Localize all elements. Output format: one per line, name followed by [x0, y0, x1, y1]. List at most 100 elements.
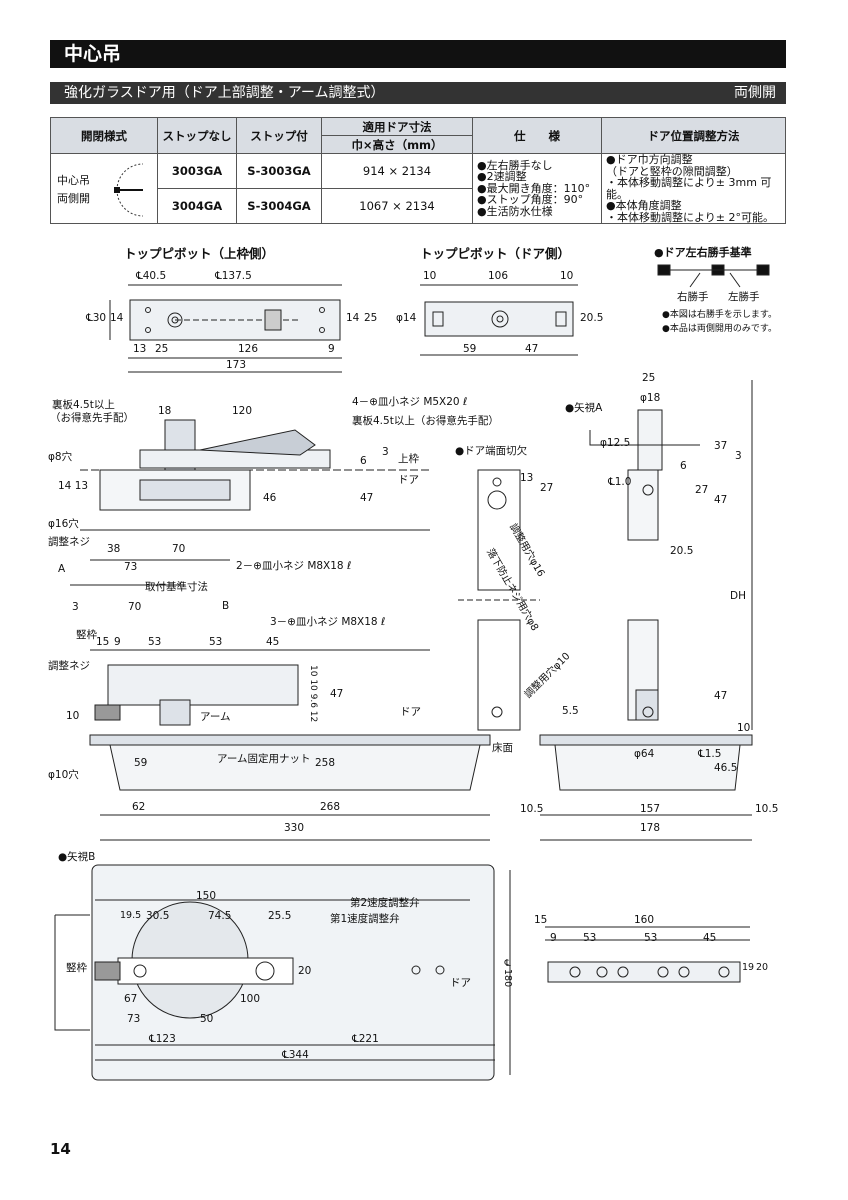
label: 竪枠	[76, 629, 97, 641]
dim: ℄221	[352, 1033, 379, 1045]
dim: 173	[226, 359, 247, 371]
dim: 15	[534, 914, 548, 926]
dim: 59	[463, 343, 477, 355]
dim: ℄137.5	[215, 270, 252, 282]
adjust-item: （ドアと竪枠の隙間調整）	[606, 164, 738, 178]
dim: 13	[133, 343, 147, 355]
dim: 10.5	[520, 803, 544, 815]
dim: 30.5	[146, 910, 170, 922]
dim: 9	[114, 636, 121, 648]
dim: 100	[240, 993, 261, 1005]
row2-stop: S-3004GA	[236, 188, 322, 224]
dim: 25	[642, 372, 656, 384]
label: 調整ネジ	[48, 660, 90, 672]
heading-door-pivot: トップピボット（ドア側）	[420, 246, 571, 261]
label: 床面	[492, 742, 513, 754]
dim: 10	[423, 270, 437, 282]
dim: 126	[238, 343, 259, 355]
dim: 47	[525, 343, 539, 355]
opening-label-2: 両側開	[57, 192, 90, 205]
page-number: 14	[50, 1140, 71, 1158]
row1-nostop: 3003GA	[157, 153, 237, 189]
row2-size: 1067 × 2134	[321, 188, 473, 224]
spec-item: ●2速調整	[477, 170, 527, 184]
spec-item: ●最大開き角度：110°	[477, 181, 591, 195]
swing-icon	[114, 163, 144, 217]
page-title: 中心吊	[50, 40, 786, 68]
dim: 150	[196, 890, 217, 902]
dim: 38	[107, 543, 121, 555]
label: 取付基準寸法	[145, 581, 208, 593]
adjust-item: ●ドア巾方向調整	[606, 153, 693, 166]
th-adjust: ドア位置調整方法	[601, 117, 786, 154]
dim: 62	[132, 801, 146, 813]
dim: 3	[735, 450, 742, 462]
dim: 70	[128, 601, 142, 613]
heading-hand-std: ●ドア左右勝手基準	[654, 246, 752, 259]
dim: ℄30	[86, 312, 107, 324]
dim: φ14	[396, 312, 417, 324]
heading-view-b: ●矢視B	[58, 851, 96, 863]
row2-nostop: 3004GA	[157, 188, 237, 224]
hand-left: 左勝手	[728, 291, 760, 303]
dim: ℄40.5	[136, 270, 167, 282]
dim: 46.5	[714, 762, 738, 774]
dim: 10.5	[755, 803, 779, 815]
dim: 13	[520, 472, 534, 484]
label: φ10穴	[48, 769, 79, 781]
dim: 20	[298, 965, 312, 977]
dim: 47	[330, 688, 344, 700]
dim: 9	[328, 343, 335, 355]
label: アーム固定用ナット	[217, 753, 311, 765]
dim: φ64	[634, 748, 655, 760]
dim: ℄1.5	[698, 748, 722, 760]
rail-plate	[547, 961, 741, 983]
spec-item: ●ストップ角度：90°	[477, 193, 584, 207]
dim: 53	[644, 932, 658, 944]
dim: 19	[742, 962, 755, 973]
hand-note-1: ●本図は右勝手を示します。	[662, 310, 777, 320]
dim: 70	[172, 543, 186, 555]
row1-stop: S-3003GA	[236, 153, 322, 189]
heading-frame-pivot: トップピボット（上枠側）	[124, 246, 275, 261]
dim: 10 10 9.6 12	[308, 665, 318, 723]
dim: 45	[703, 932, 717, 944]
dim: 6	[360, 455, 367, 467]
label: φ8穴	[48, 451, 73, 463]
dim: 9	[550, 932, 557, 944]
dim: 25	[155, 343, 169, 355]
dim: 3	[382, 446, 389, 458]
subtitle-bar: 強化ガラスドア用（ドア上部調整・アーム調整式） 両側開	[50, 82, 786, 104]
label: 竪枠	[66, 962, 87, 974]
label: ドア	[400, 706, 421, 718]
dim: 53	[209, 636, 223, 648]
dim: 45	[266, 636, 280, 648]
label: 裏板4.5t以上（お得意先手配）	[352, 415, 499, 427]
hand-right: 右勝手	[677, 291, 709, 303]
heading-view-a: ●矢視A	[565, 402, 603, 414]
spec-item: ●生活防水仕様	[477, 204, 553, 218]
dim: 47	[714, 690, 728, 702]
dim: ℄123	[149, 1033, 176, 1045]
label: 3－⊕皿小ネジ M8X18 ℓ	[270, 616, 386, 628]
th-stop: ストップ付	[236, 117, 322, 154]
dim: 178	[640, 822, 661, 834]
dim: 6	[680, 460, 687, 472]
dim: φ18	[640, 392, 661, 404]
opening-label-1: 中心吊	[57, 174, 90, 187]
dim: 37	[714, 440, 728, 452]
label: 裏板4.5t以上	[52, 399, 115, 411]
dim: 27	[695, 484, 709, 496]
dim: 47	[714, 494, 728, 506]
dim: 15	[96, 636, 110, 648]
hand-note-2: ●本品は両側開用のみです。	[662, 324, 777, 334]
dim: 157	[640, 803, 661, 815]
dim: 27	[540, 482, 554, 494]
dim: 73	[124, 561, 138, 573]
label: B	[222, 600, 230, 612]
label: 第1速度調整弁	[330, 913, 400, 925]
th-nostop: ストップなし	[157, 117, 237, 154]
dim: ℄180	[502, 958, 513, 988]
dim: 47	[360, 492, 374, 504]
